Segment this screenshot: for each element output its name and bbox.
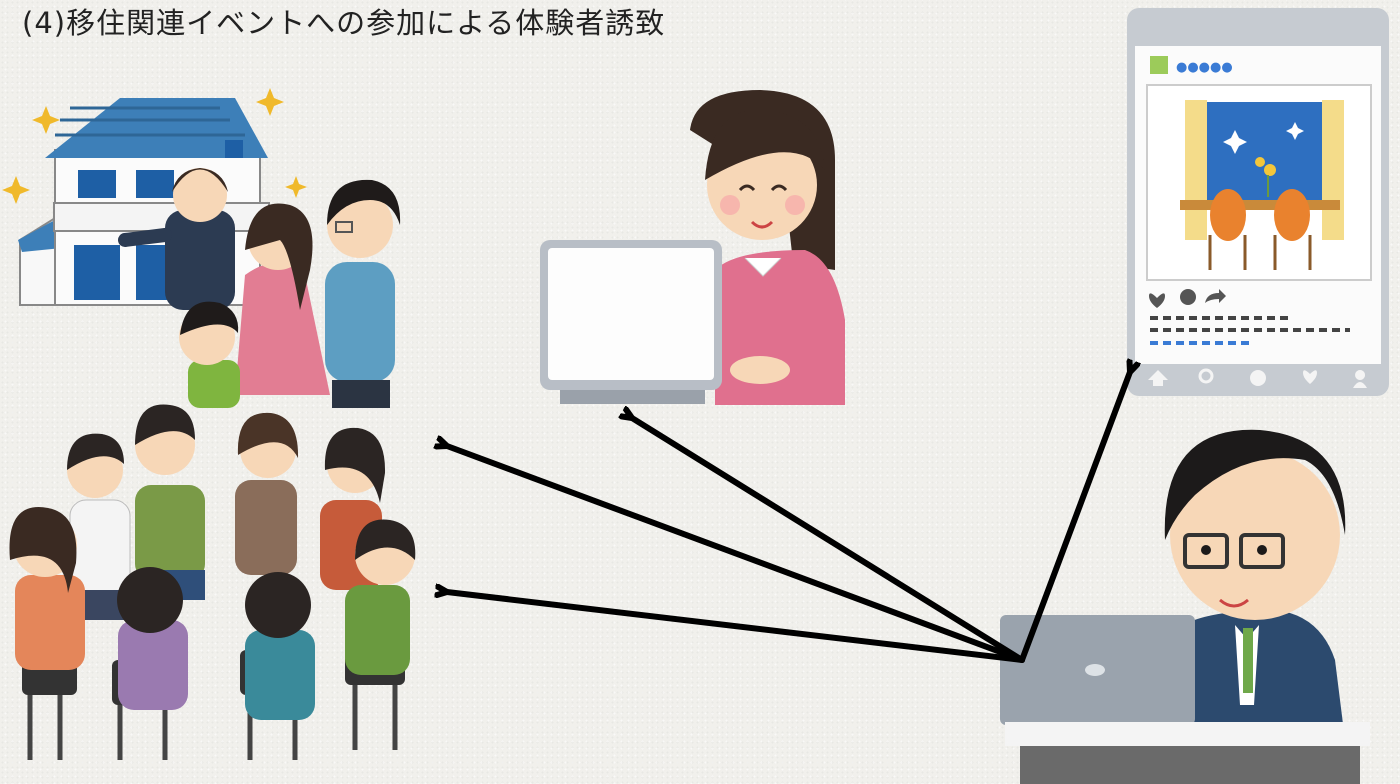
meeting-chairs bbox=[27, 680, 398, 760]
child-visitor bbox=[179, 301, 240, 408]
page-title: (4)移住関連イベントへの参加による体験者誘致 bbox=[22, 6, 666, 40]
sparkle-icon bbox=[2, 88, 307, 204]
post-nav-bar bbox=[1135, 364, 1381, 392]
comment-icon bbox=[1180, 289, 1196, 305]
camera-icon bbox=[1250, 370, 1266, 386]
meeting-participant bbox=[245, 572, 315, 720]
group-meeting-icon bbox=[9, 404, 416, 760]
arrow-icon bbox=[632, 418, 1025, 663]
heart-icon bbox=[1303, 370, 1317, 384]
post-text-lines bbox=[1150, 316, 1350, 345]
meeting-participant bbox=[117, 567, 188, 710]
arrow-icon bbox=[447, 446, 1025, 663]
arrow-icon bbox=[1019, 372, 1130, 663]
heart-icon bbox=[1149, 293, 1165, 308]
flow-arrows bbox=[447, 372, 1130, 663]
account-avatar bbox=[1150, 56, 1168, 74]
man-visitor bbox=[325, 179, 401, 408]
meeting-participant bbox=[9, 507, 85, 670]
whiteboard-icon bbox=[540, 240, 722, 404]
profile-icon bbox=[1353, 370, 1367, 388]
post-actions bbox=[1149, 289, 1226, 308]
guide-person bbox=[118, 168, 235, 310]
presenter-icon bbox=[690, 90, 845, 405]
meeting-participant bbox=[235, 412, 299, 575]
post-account-name: ●●●●● bbox=[1176, 60, 1233, 75]
search-icon bbox=[1198, 368, 1214, 384]
meeting-participant bbox=[67, 433, 131, 620]
arrow-icon bbox=[447, 592, 1025, 663]
share-icon bbox=[1205, 289, 1226, 303]
home-icon bbox=[1148, 370, 1168, 386]
meeting-participant bbox=[320, 427, 386, 590]
meeting-participant bbox=[345, 519, 416, 675]
officer-with-laptop-icon bbox=[1000, 429, 1370, 784]
house-tour-illustration bbox=[2, 88, 401, 408]
social-post-icon: ●●●●● bbox=[1127, 8, 1389, 396]
woman-visitor bbox=[235, 203, 330, 395]
